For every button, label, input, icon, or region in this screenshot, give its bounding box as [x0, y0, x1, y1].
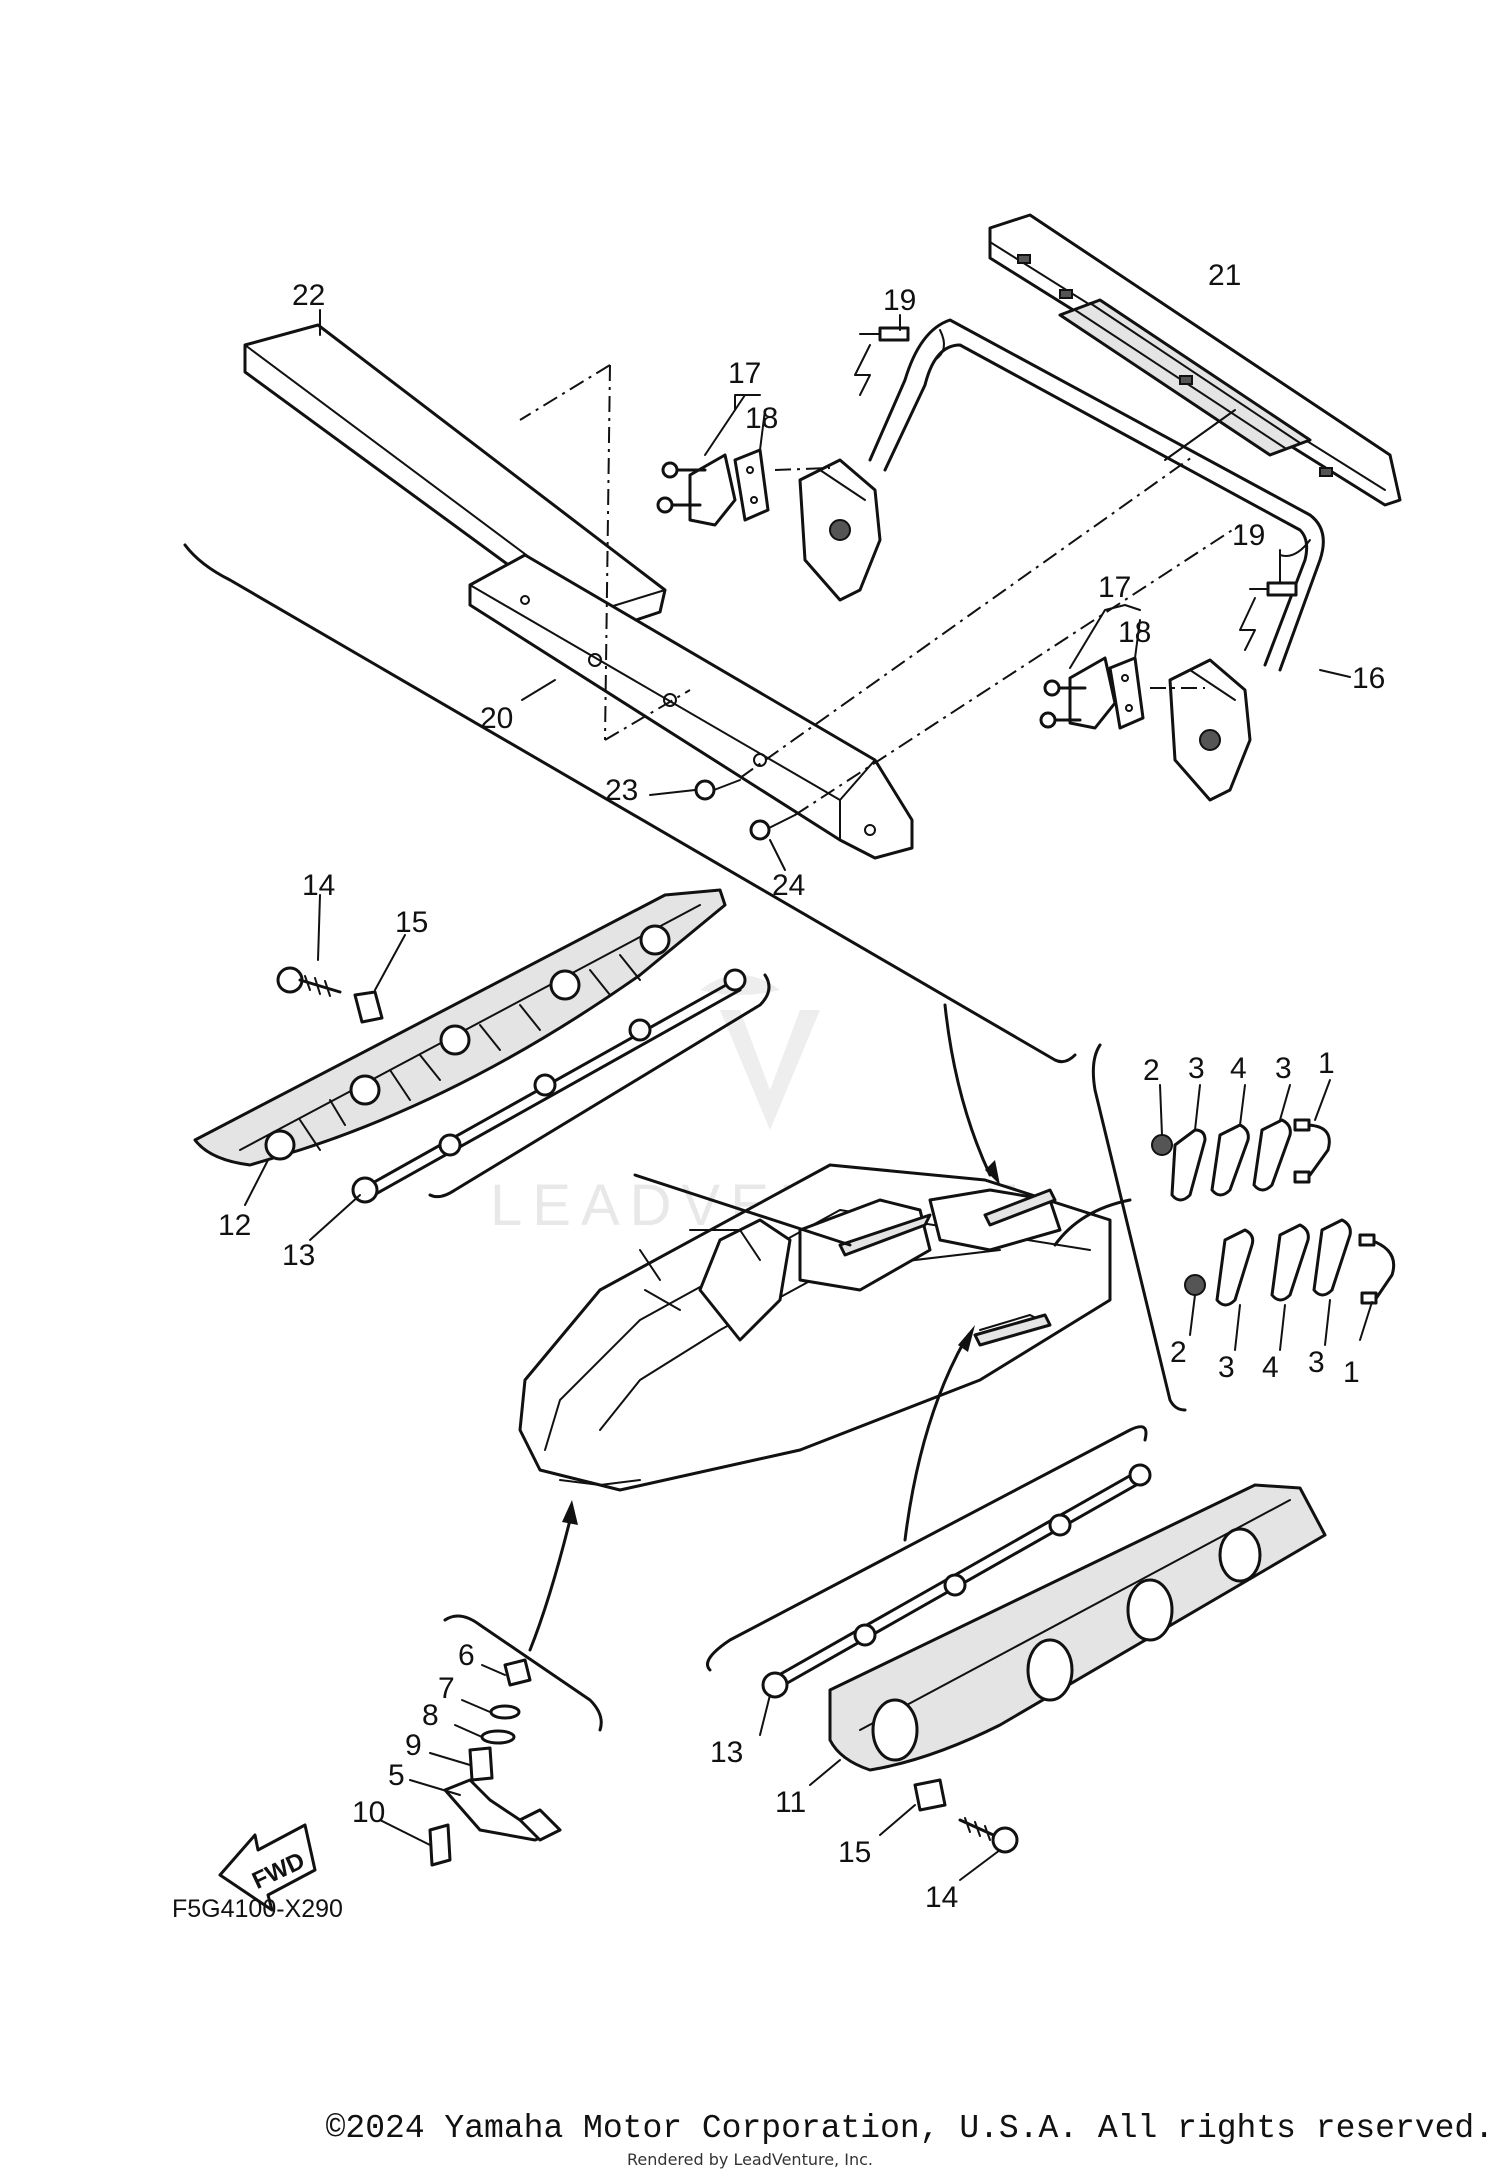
separator-left-box: [428, 973, 771, 1199]
callout-15-right: 15: [838, 1836, 871, 1869]
screw-24: [749, 814, 796, 841]
callout-labels: 22 19 21 17 18 19 17 18 16 20 23 24 14 1…: [172, 259, 1385, 1923]
separator-fittings: [443, 1614, 603, 1732]
part-12-sponson-left: [193, 888, 727, 1167]
fwd-arrow: FWD: [218, 1823, 317, 1912]
callout-5: 5: [388, 1759, 405, 1792]
arrows: [528, 1003, 1132, 1652]
part-17-18-right: [1039, 656, 1145, 730]
callout-12: 12: [218, 1209, 251, 1242]
callout-3-upper-a: 3: [1188, 1052, 1205, 1085]
callout-7: 7: [438, 1672, 455, 1705]
callout-21: 21: [1208, 259, 1241, 292]
callout-8: 8: [422, 1699, 439, 1732]
callout-22: 22: [292, 279, 325, 312]
callout-13-right: 13: [710, 1736, 743, 1769]
ring-kit-lower: [1184, 1218, 1396, 1307]
part-21-bracket-plate: [988, 213, 1402, 507]
callout-14-right: 14: [925, 1881, 958, 1914]
callout-13-left: 13: [282, 1239, 315, 1272]
part-13-rail-right: [761, 1463, 1152, 1699]
callout-11: 11: [775, 1786, 806, 1819]
callout-20: 20: [480, 702, 513, 735]
separator-right-sponson: [706, 1425, 1148, 1672]
part-11-sponson-right: [828, 1483, 1327, 1772]
bolt-19-right: [1239, 581, 1298, 651]
callout-17-left: 17: [728, 357, 761, 390]
callout-24: 24: [772, 869, 805, 902]
callout-18-left: 18: [745, 402, 778, 435]
spacer-15-right: [913, 1778, 947, 1812]
callout-6: 6: [458, 1639, 475, 1672]
callout-18-right: 18: [1118, 616, 1151, 649]
screw-23: [694, 779, 741, 801]
fittings-5-10: [428, 1658, 562, 1867]
bolt-14-right: [958, 1817, 1019, 1854]
separator-right-box: [1091, 1043, 1187, 1412]
callout-4-upper: 4: [1230, 1052, 1247, 1085]
callout-19-right: 19: [1232, 519, 1265, 552]
callout-2-upper: 2: [1143, 1054, 1160, 1087]
callout-3-lower-a: 3: [1218, 1351, 1235, 1384]
spacer-15-left: [353, 990, 384, 1024]
callout-16: 16: [1352, 662, 1385, 695]
callout-3-lower-b: 3: [1308, 1346, 1325, 1379]
leader-lines: [244, 309, 1373, 1881]
rendered-by-notice: Rendered by LeadVenture, Inc.: [627, 2150, 873, 2169]
bolt-14-left: [276, 966, 342, 997]
callout-1-lower: 1: [1343, 1356, 1360, 1389]
callout-4-lower: 4: [1262, 1351, 1279, 1384]
callout-19-left: 19: [883, 284, 916, 317]
callout-3-upper-b: 3: [1275, 1052, 1292, 1085]
callout-15-left: 15: [395, 906, 428, 939]
ring-kit-upper: [1151, 1118, 1331, 1202]
part-16-handle-bar: [868, 318, 1325, 672]
part-right-mount: [1168, 658, 1252, 802]
callout-17-right: 17: [1098, 571, 1131, 604]
assembly-lines-top: [519, 364, 1241, 816]
callout-2-lower: 2: [1170, 1336, 1187, 1369]
diagram-code: F5G4100-X290: [172, 1895, 343, 1923]
separator-top: [183, 543, 1077, 1064]
callout-14-left: 14: [302, 869, 335, 902]
part-left-mount: [798, 458, 882, 602]
part-20-step-plate: [468, 553, 914, 860]
bolt-19-left: [854, 326, 910, 396]
callout-23: 23: [605, 774, 638, 807]
callout-10: 10: [352, 1796, 385, 1829]
copyright-notice: ©2024 Yamaha Motor Corporation, U.S.A. A…: [325, 2110, 1494, 2147]
part-13-rail-left: [351, 968, 747, 1204]
part-17-18-left: [656, 448, 770, 527]
watercraft-illustration: [518, 1163, 1112, 1492]
callout-1-upper: 1: [1318, 1047, 1335, 1080]
callout-9: 9: [405, 1729, 422, 1762]
